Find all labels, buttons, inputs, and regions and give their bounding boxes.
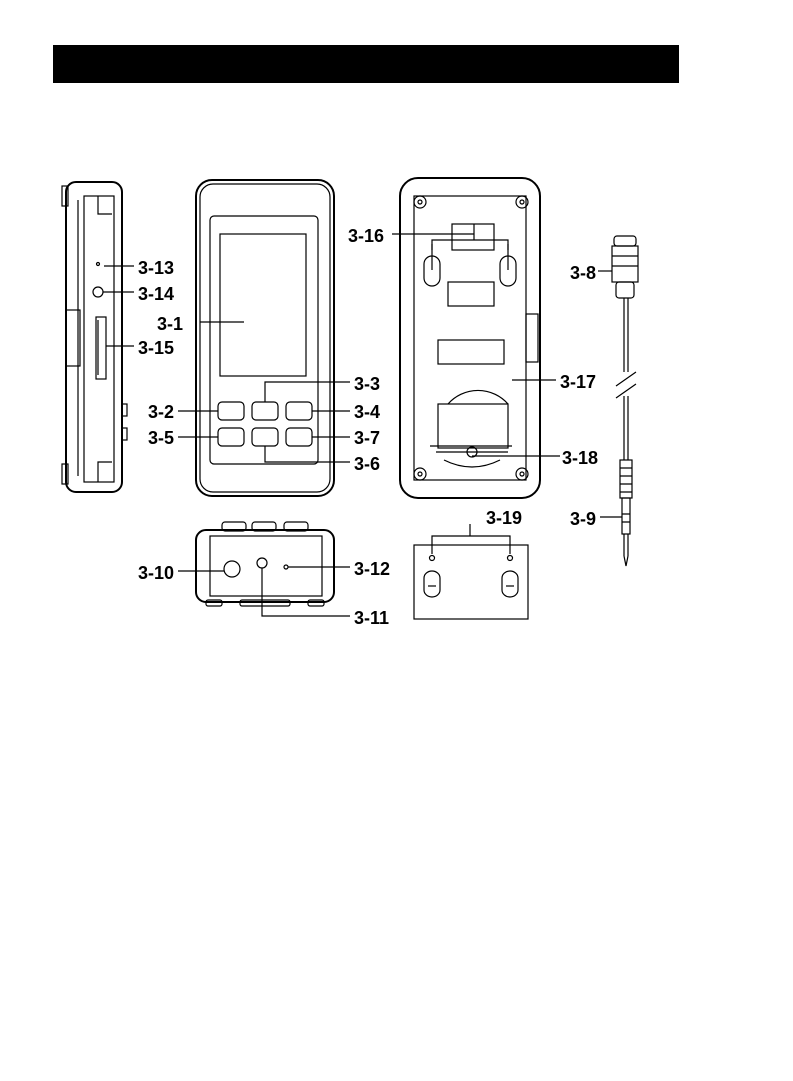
callout-3-15: 3-15	[138, 338, 174, 358]
callout-3-14: 3-14	[138, 284, 174, 304]
button[interactable]	[252, 428, 278, 446]
round-port	[93, 287, 103, 297]
round-socket	[224, 561, 240, 577]
callout-3-6: 3-6	[354, 454, 380, 474]
callout-3-8: 3-8	[570, 263, 596, 283]
bottom-view	[196, 522, 334, 606]
button[interactable]	[286, 402, 312, 420]
callout-3-9: 3-9	[570, 509, 596, 529]
callout-3-16: 3-16	[348, 226, 384, 246]
callout-3-12: 3-12	[354, 559, 390, 579]
wall-bracket	[414, 545, 528, 619]
button[interactable]	[218, 402, 244, 420]
callout-3-7: 3-7	[354, 428, 380, 448]
callout-3-11: 3-11	[354, 608, 389, 628]
callout-3-10: 3-10	[138, 563, 174, 583]
callout-3-18: 3-18	[562, 448, 598, 468]
callout-3-2: 3-2	[148, 402, 174, 422]
back-view	[400, 178, 540, 498]
callout-3-19: 3-19	[486, 508, 522, 528]
side-view	[62, 182, 127, 492]
callout-3-1: 3-1	[157, 314, 183, 334]
callout-3-17: 3-17	[560, 372, 596, 392]
pin-hole	[284, 565, 288, 569]
pin-hole	[97, 263, 100, 266]
callout-3-4: 3-4	[354, 402, 380, 422]
button[interactable]	[252, 402, 278, 420]
small-socket	[257, 558, 267, 568]
button[interactable]	[286, 428, 312, 446]
callout-3-3: 3-3	[354, 374, 380, 394]
callout-3-5: 3-5	[148, 428, 174, 448]
lcd-display	[220, 234, 306, 376]
button[interactable]	[218, 428, 244, 446]
callout-labels: 3-16 3-13 3-14 3-15 3-1 3-2 3-5 3-3 3-4 …	[138, 226, 598, 628]
callout-3-13: 3-13	[138, 258, 174, 278]
